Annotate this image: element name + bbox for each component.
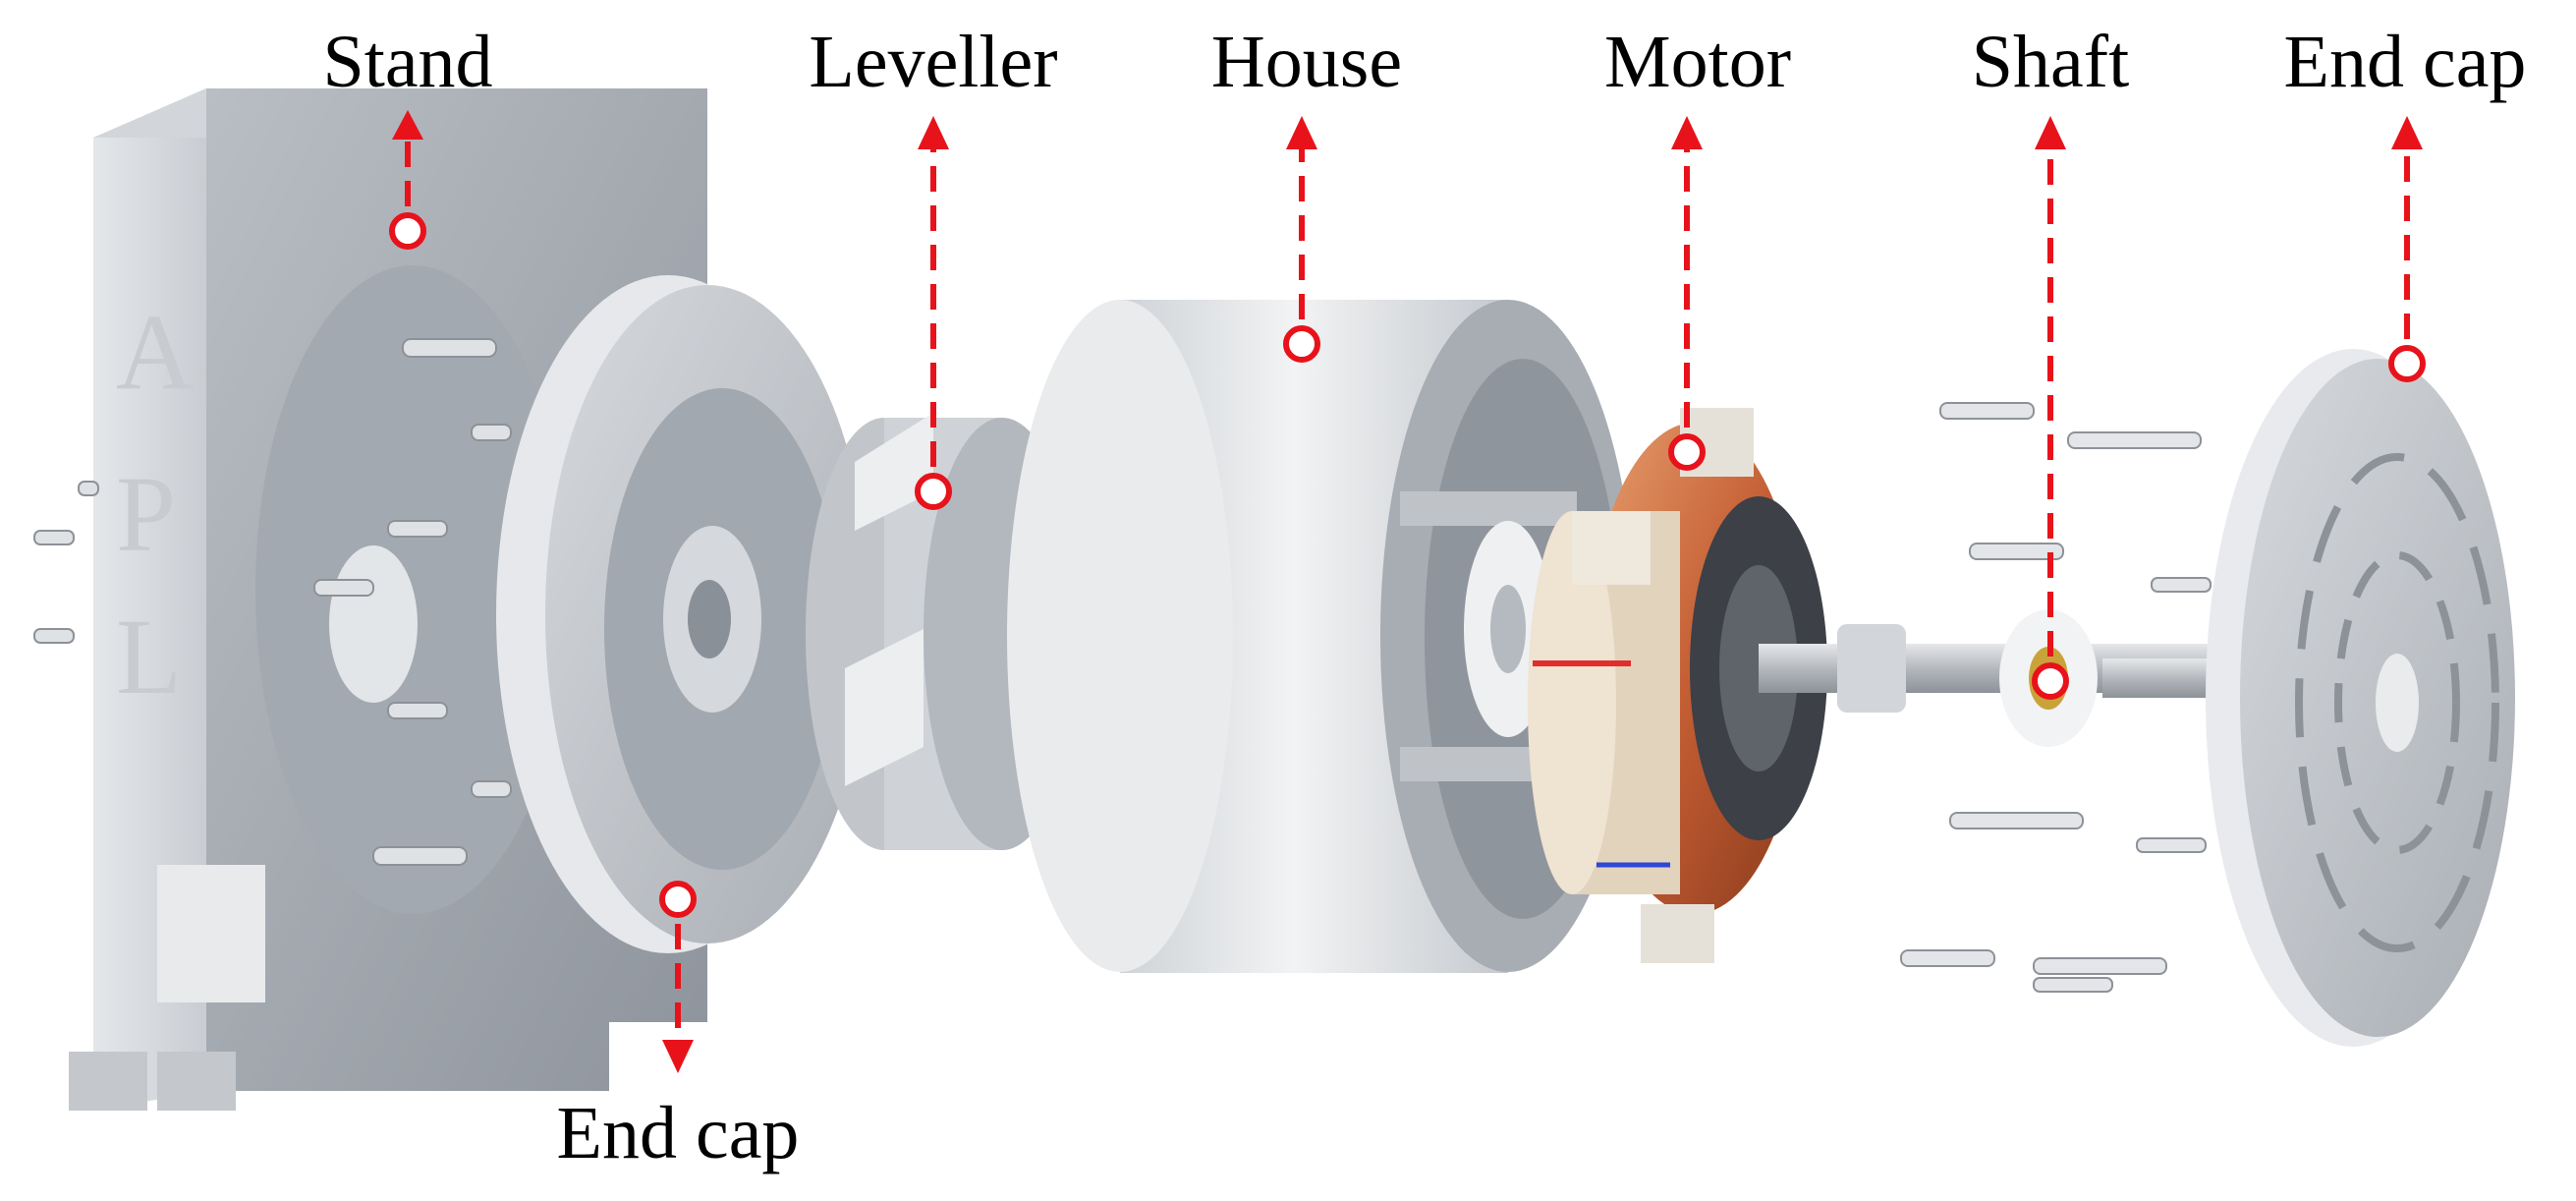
right-end-cap-slot-ring-outer <box>2295 453 2499 952</box>
stand-foot-left <box>69 1052 147 1111</box>
callout-house <box>1283 116 1320 363</box>
stand-side-face <box>93 88 206 1111</box>
engraving-letter-a: A <box>116 292 194 412</box>
stand-bore <box>329 545 418 703</box>
shaft-collar <box>1837 624 1906 713</box>
stand-foot-right <box>157 1052 236 1111</box>
stand-foot-cutout <box>157 865 265 1002</box>
callout-end-cap-left <box>659 881 697 1073</box>
motor-tab-left <box>1572 511 1651 585</box>
label-shaft: Shaft <box>1972 21 2129 103</box>
shaft-tip <box>2102 658 2220 698</box>
left-end-cap-hole <box>688 580 731 658</box>
loose-bolts <box>1900 402 2212 993</box>
stand-bolts <box>33 338 512 866</box>
right-end-cap-part <box>2206 349 2515 1047</box>
motor-tab-bottom <box>1641 904 1714 963</box>
engraving-letter-l: L <box>116 597 182 716</box>
left-end-cap-part <box>496 275 869 953</box>
callout-leveller <box>915 116 952 510</box>
callout-motor <box>1668 116 1706 471</box>
motor-stator-end <box>1528 511 1616 894</box>
leveller-slot-bottom <box>845 629 924 786</box>
shaft-part <box>1759 609 2220 747</box>
callout-end-cap-right <box>2388 116 2426 382</box>
leveller-slot-top <box>855 413 933 531</box>
label-leveller: Leveller <box>809 21 1057 103</box>
right-end-cap-slot-ring-inner <box>2334 551 2460 854</box>
label-house: House <box>1211 21 1402 103</box>
label-motor: Motor <box>1604 21 1791 103</box>
house-back-end <box>1007 300 1233 972</box>
label-end-cap-left: End cap <box>557 1092 800 1174</box>
house-rib-top <box>1400 491 1577 526</box>
house-bearing-hole <box>1490 585 1526 673</box>
label-stand: Stand <box>322 21 492 103</box>
motor-part <box>1528 408 1827 963</box>
callout-stand <box>389 110 426 250</box>
engraving-letter-p: P <box>116 454 176 574</box>
callout-shaft <box>2032 116 2069 700</box>
label-end-cap-right: End cap <box>2284 21 2527 103</box>
right-end-cap-hole <box>2376 654 2419 752</box>
